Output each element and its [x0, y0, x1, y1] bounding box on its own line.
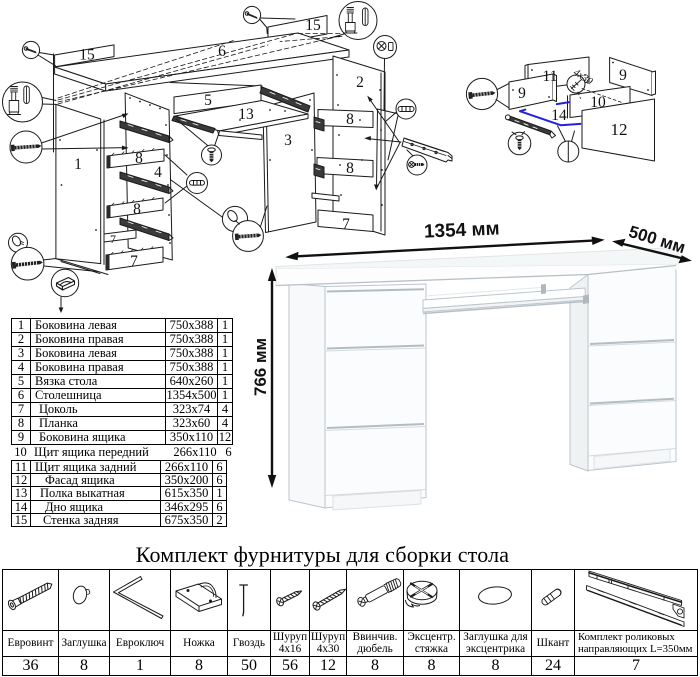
svg-text:12: 12 [611, 120, 628, 139]
svg-text:15: 15 [79, 47, 95, 64]
svg-text:6: 6 [218, 43, 226, 60]
svg-text:1: 1 [74, 156, 82, 173]
svg-text:8: 8 [133, 201, 141, 218]
svg-text:5: 5 [204, 92, 212, 109]
svg-text:7: 7 [342, 216, 350, 233]
svg-text:15: 15 [305, 17, 321, 34]
svg-text:7: 7 [130, 253, 138, 270]
svg-text:8: 8 [135, 150, 143, 167]
svg-text:3: 3 [284, 132, 292, 149]
svg-text:2: 2 [356, 74, 364, 91]
svg-text:8: 8 [346, 111, 354, 128]
svg-text:9: 9 [619, 67, 627, 84]
svg-text:10: 10 [590, 94, 606, 111]
svg-text:7: 7 [110, 232, 116, 246]
svg-text:8: 8 [346, 160, 354, 177]
svg-text:11: 11 [543, 68, 558, 85]
svg-text:13: 13 [238, 106, 254, 123]
svg-text:4: 4 [154, 164, 162, 181]
svg-text:9: 9 [518, 85, 526, 102]
svg-text:14: 14 [551, 107, 567, 124]
